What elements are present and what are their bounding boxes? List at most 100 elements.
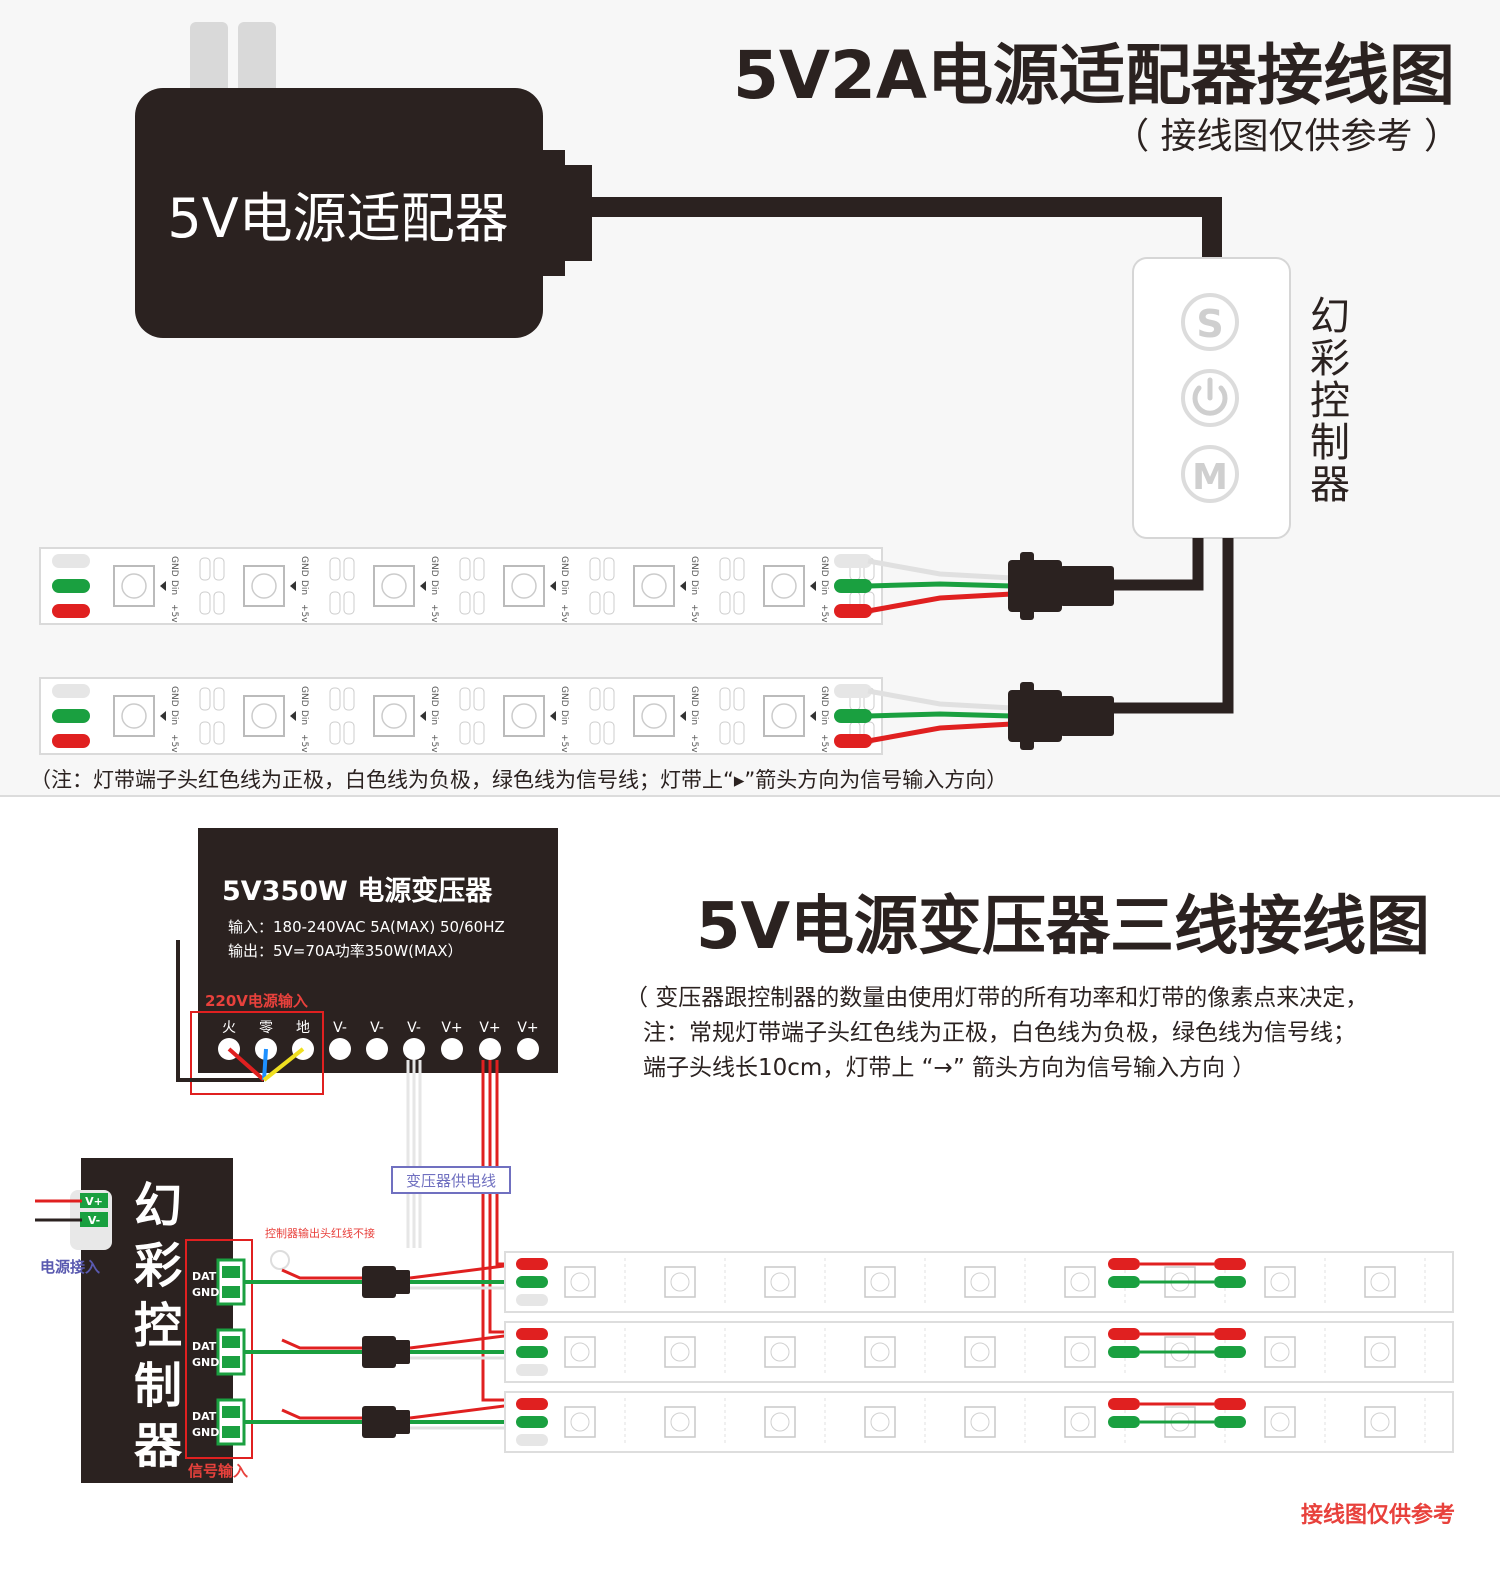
solder-pad xyxy=(719,557,731,581)
green-wire xyxy=(867,581,1013,589)
controller-cable-1 xyxy=(1112,538,1204,591)
pad-green xyxy=(1214,1416,1246,1428)
s-button[interactable]: S xyxy=(1181,293,1239,351)
vplus-label: V+ xyxy=(85,1195,103,1208)
pad-white xyxy=(834,554,872,568)
pad-label: Din xyxy=(819,710,829,725)
pad-red xyxy=(834,604,872,618)
pad-label: GND xyxy=(689,686,699,707)
arrow-icon xyxy=(810,711,816,721)
led-chip xyxy=(964,1336,996,1368)
port-pin xyxy=(222,1406,240,1418)
arrow-icon xyxy=(810,581,816,591)
led-chip xyxy=(1064,1406,1096,1438)
terminal-pad xyxy=(80,1212,108,1227)
pad-label: +5v xyxy=(299,734,309,753)
solder-pad xyxy=(459,721,471,745)
pad-label: Din xyxy=(559,710,569,725)
led-chip xyxy=(763,695,805,737)
led-chip xyxy=(503,565,545,607)
terminal-v-plus-label: V+ xyxy=(479,1020,500,1036)
solder-pad xyxy=(589,591,601,615)
led-lens xyxy=(570,1272,590,1292)
solder-pad xyxy=(473,721,485,745)
ac-earth-wire xyxy=(176,940,264,1082)
led-lens xyxy=(511,573,537,599)
solder-pad xyxy=(459,687,471,711)
bottom-note-line: 注：常规灯带端子头红色线为正极，白色线为负极，绿色线为信号线； xyxy=(643,1020,1356,1046)
solder-pad xyxy=(213,557,225,581)
pad-label: Din xyxy=(689,710,699,725)
strip-red-lead xyxy=(409,1332,521,1350)
pad-green xyxy=(1108,1276,1140,1288)
led-chip xyxy=(1364,1406,1396,1438)
pad-red xyxy=(1108,1258,1140,1270)
psu-terminal-labels: 火 零 地 V- V- V- V+ V+ V+ xyxy=(222,1020,539,1036)
terminal xyxy=(441,1038,463,1060)
solder-pad xyxy=(329,721,341,745)
solder-pad xyxy=(603,721,615,745)
solder-pad xyxy=(343,687,355,711)
port-label-dat: DAT xyxy=(192,1340,217,1353)
led-chip xyxy=(1064,1266,1096,1298)
pad-label: Din xyxy=(429,580,439,595)
psu-terminals xyxy=(218,1038,539,1060)
led-chip xyxy=(763,565,805,607)
led-chip xyxy=(373,695,415,737)
port-pin xyxy=(222,1286,240,1298)
controller-cable-2 xyxy=(1112,538,1234,714)
m-button[interactable]: M xyxy=(1181,445,1239,503)
terminal-earth-label: 地 xyxy=(296,1020,310,1036)
bottom-note-line: 端子头线长10cm，灯带上 “→” 箭头方向为信号输入方向 ） xyxy=(643,1055,1255,1081)
pad-white xyxy=(52,554,90,568)
s-button-label: S xyxy=(1196,302,1223,346)
solder-pad xyxy=(199,557,211,581)
controller-label: 幻 彩 控 制 器 xyxy=(1310,294,1350,508)
led-lens xyxy=(121,703,147,729)
solder-pad xyxy=(733,687,745,711)
pad-white xyxy=(52,684,90,698)
bottom-title: 5V电源变压器三线接线图 xyxy=(696,890,1430,964)
led-lens xyxy=(870,1272,890,1292)
pad-red xyxy=(1108,1328,1140,1340)
led-lens xyxy=(1370,1412,1390,1432)
pad-label: Din xyxy=(169,580,179,595)
power-button[interactable] xyxy=(1181,369,1239,427)
power-adapter xyxy=(135,88,543,338)
top-note: （注：灯带端子头红色线为正极，白色线为负极，绿色线为信号线；灯带上“▸”箭头方向… xyxy=(30,768,1007,792)
white-wire xyxy=(867,688,1013,711)
pad-green xyxy=(834,709,872,723)
pad-label: Din xyxy=(819,580,829,595)
footer-note: 接线图仅供参考 xyxy=(1301,1502,1455,1528)
solder-pad xyxy=(213,721,225,745)
terminal xyxy=(329,1038,351,1060)
led-lens xyxy=(570,1412,590,1432)
pad-label: Din xyxy=(689,580,699,595)
solder-pad xyxy=(719,591,731,615)
terminal-v-minus-label: V- xyxy=(370,1020,384,1036)
controller-char: 控 xyxy=(134,1298,182,1354)
led-lens xyxy=(1270,1342,1290,1362)
port-label-gnd: GND xyxy=(192,1356,219,1369)
led-lens xyxy=(670,1272,690,1292)
pad-label: Din xyxy=(299,580,309,595)
adapter-plug-end xyxy=(560,165,592,261)
power-supply xyxy=(198,828,558,1073)
top-panel: 5V电源适配器 5V2A电源适配器接线图 （ 接线图仅供参考 ） S M 幻 彩… xyxy=(0,22,1500,797)
warn-label: 控制器输出头红线不接 xyxy=(265,1226,375,1240)
led-lens xyxy=(870,1412,890,1432)
solder-pad xyxy=(589,721,601,745)
led-lens xyxy=(381,573,407,599)
pad-label: GND xyxy=(299,556,309,577)
led-lens xyxy=(970,1272,990,1292)
pad-green xyxy=(1214,1346,1246,1358)
controller-char: 彩 xyxy=(134,1238,182,1294)
pad-red xyxy=(516,1398,548,1410)
terminal-live-label: 火 xyxy=(222,1020,236,1036)
led-lens xyxy=(770,1412,790,1432)
arrow-icon xyxy=(420,711,426,721)
controller-char: 幻 xyxy=(1310,294,1350,340)
solder-pad xyxy=(719,687,731,711)
